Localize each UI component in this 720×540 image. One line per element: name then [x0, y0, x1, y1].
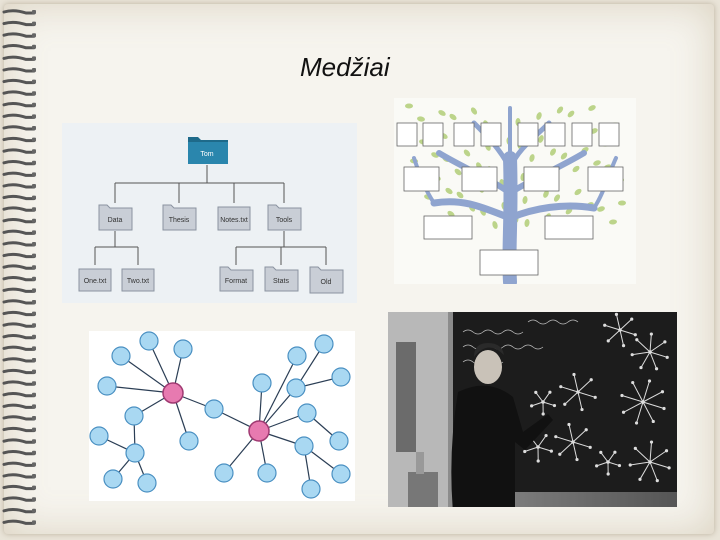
- file-notes: Notes.txt: [217, 206, 251, 231]
- network-node: [97, 376, 117, 396]
- network-node: [103, 469, 123, 489]
- folder-label: Stats: [273, 278, 289, 285]
- folder-thesis: Thesis: [162, 204, 197, 231]
- file-label: Two.txt: [127, 278, 149, 285]
- network-node: [204, 399, 224, 419]
- file-label: One.txt: [84, 278, 107, 285]
- network-node: [294, 436, 314, 456]
- network-node: [89, 426, 109, 446]
- network-node: [297, 403, 317, 423]
- folder-label: Format: [225, 278, 247, 285]
- network-node: [173, 339, 193, 359]
- network-node: [331, 464, 351, 484]
- folder-stats: Stats: [264, 266, 299, 292]
- network-graph: [89, 331, 355, 501]
- directory-tree-diagram: Tom Data Thesis Notes.txt Tools One.txt …: [62, 123, 357, 303]
- file-two: Two.txt: [121, 268, 155, 292]
- family-tree-illustration: [394, 98, 636, 284]
- folder-tools: Tools: [267, 204, 302, 231]
- root-folder-label: Tom: [200, 151, 213, 158]
- network-hub-node: [248, 420, 270, 442]
- folder-old: Old: [309, 266, 344, 294]
- spiral-binding: [2, 9, 36, 525]
- file-one: One.txt: [78, 268, 112, 292]
- network-node: [124, 406, 144, 426]
- network-node: [257, 463, 277, 483]
- folder-data: Data: [98, 204, 133, 231]
- network-node: [125, 443, 145, 463]
- folder-label: Data: [108, 217, 123, 224]
- network-node: [329, 431, 349, 451]
- network-hub-node: [162, 382, 184, 404]
- slide-title: Medžiai: [300, 52, 390, 82]
- network-node: [252, 373, 272, 393]
- network-node: [301, 479, 321, 499]
- network-node: [314, 334, 334, 354]
- folder-label: Old: [321, 279, 332, 286]
- network-node: [137, 473, 157, 493]
- root-folder-icon: Tom: [188, 137, 228, 164]
- network-node: [287, 346, 307, 366]
- network-node: [214, 463, 234, 483]
- boy-figure: [451, 343, 553, 507]
- folder-label: Thesis: [169, 217, 190, 224]
- network-node: [111, 346, 131, 366]
- network-node: [331, 367, 351, 387]
- network-node: [139, 331, 159, 351]
- folder-label: Tools: [276, 217, 293, 224]
- folder-format: Format: [219, 266, 254, 292]
- network-node: [179, 431, 199, 451]
- network-node: [286, 378, 306, 398]
- file-label: Notes.txt: [220, 217, 248, 224]
- chalkboard-photo: [388, 312, 677, 507]
